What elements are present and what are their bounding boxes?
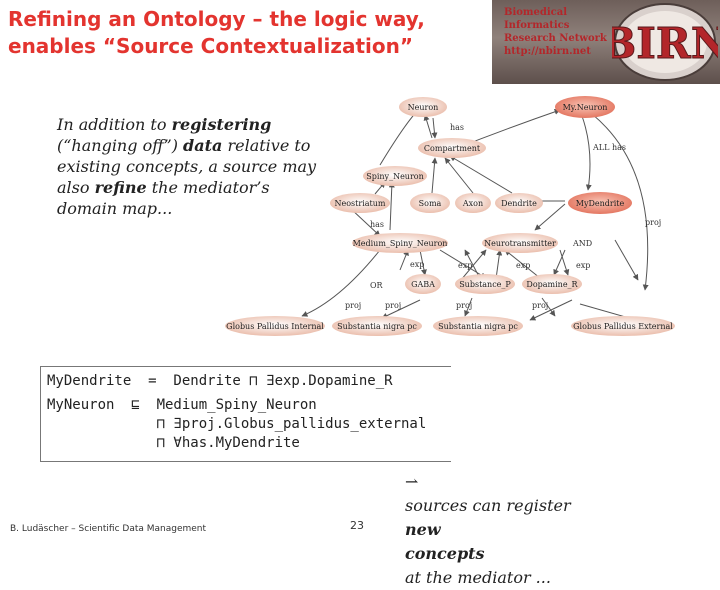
- node-medium-spiny-neuron-label: Medium_Spiny_Neuron: [353, 239, 448, 248]
- edge-label-and: AND: [572, 239, 592, 248]
- title-line-2: enables “Source Contextualization”: [8, 34, 414, 58]
- node-spiny-neuron: Spiny_Neuron: [363, 166, 427, 186]
- birn-logo: BIRN: [612, 3, 718, 81]
- formula-box: MyDendrite = Dendrite ⊓ ∃exp.Dopamine_R …: [40, 366, 451, 462]
- domain-map-diagram: Neuron My.Neuron Compartment Spiny_Neuro…: [225, 96, 675, 336]
- node-neurotransmitter: Neurotransmitter: [482, 233, 558, 253]
- node-substance-p: Substance_P: [455, 274, 515, 294]
- node-snpc-2: Substantia nigra pc: [433, 316, 523, 336]
- bottom-note: ⇀ sources can register new concepts at t…: [405, 470, 705, 590]
- intro-part-5: relative to existing concepts, a source …: [57, 136, 317, 197]
- node-dendrite-label: Dendrite: [501, 199, 537, 208]
- node-axon-label: Axon: [462, 199, 483, 208]
- edge-label-has-1: has: [450, 123, 464, 132]
- node-soma: Soma: [410, 193, 450, 213]
- edge-label-proj-3: proj: [385, 301, 401, 310]
- edge-label-proj-2: proj: [345, 301, 361, 310]
- branding-line-2: Informatics: [504, 20, 570, 31]
- node-neurotransmitter-label: Neurotransmitter: [484, 239, 556, 248]
- diagram-edge-labels: has ALL has has AND proj OR exp exp exp …: [345, 123, 661, 310]
- node-compartment: Compartment: [418, 138, 486, 158]
- branding-line-3: Research Network: [504, 33, 607, 44]
- edge-label-has-2: has: [370, 220, 384, 229]
- note-part-1: sources can register: [405, 496, 571, 515]
- node-substance-p-label: Substance_P: [459, 280, 511, 289]
- node-gp-internal-label: Globus Pallidus Internal: [226, 322, 324, 331]
- node-gp-internal: Globus Pallidus Internal: [225, 316, 325, 336]
- node-neostriatum: Neostriatum: [330, 193, 390, 213]
- intro-part-2: registering: [171, 115, 272, 134]
- node-snpc-1-label: Substantia nigra pc: [337, 322, 417, 331]
- node-medium-spiny-neuron: Medium_Spiny_Neuron: [352, 233, 448, 253]
- intro-part-7: the mediator’s domain map...: [57, 178, 270, 218]
- node-dendrite: Dendrite: [495, 193, 543, 213]
- node-neostriatum-label: Neostriatum: [335, 199, 386, 208]
- formula-line-1: MyDendrite = Dendrite ⊓ ∃exp.Dopamine_R: [47, 373, 393, 389]
- footer-author: B. Ludäscher – Scientific Data Managemen…: [10, 524, 207, 534]
- node-gp-external-label: Globus Pallidus External: [573, 322, 673, 331]
- arrow-icon: ⇀: [405, 472, 419, 491]
- formula-line-3: ⊓ ∃proj.Globus_pallidus_external: [47, 416, 427, 432]
- node-dopamine-r: Dopamine_R: [522, 274, 582, 294]
- node-gp-external: Globus Pallidus External: [571, 316, 675, 336]
- bottom-note-line-1: ⇀ sources can register new: [405, 470, 705, 542]
- edge-label-exp-1: exp: [410, 260, 424, 269]
- note-part-4: at the mediator ...: [405, 568, 551, 587]
- node-soma-label: Soma: [419, 199, 442, 208]
- birn-logo-lettering: BIRN: [612, 19, 718, 68]
- branding-line-1: Biomedical: [504, 7, 568, 18]
- title-line-1: Refining an Ontology – the logic way,: [8, 7, 425, 31]
- node-my-dendrite-label: MyDendrite: [576, 199, 625, 208]
- edge-label-exp-3: exp: [516, 261, 530, 270]
- note-part-2: new: [405, 520, 441, 539]
- branding-url[interactable]: http://nbirn.net: [504, 46, 591, 57]
- formula-line-2: MyNeuron ⊑ Medium_Spiny_Neuron: [47, 397, 317, 413]
- edge-label-or: OR: [370, 281, 384, 290]
- node-spiny-neuron-label: Spiny_Neuron: [366, 172, 424, 181]
- edge-label-proj-1: proj: [645, 218, 661, 227]
- node-neuron-label: Neuron: [408, 103, 439, 112]
- intro-part-4: data: [183, 136, 223, 155]
- node-snpc-2-label: Substantia nigra pc: [438, 322, 518, 331]
- node-snpc-1: Substantia nigra pc: [332, 316, 422, 336]
- node-my-neuron: My.Neuron: [555, 96, 615, 118]
- node-compartment-label: Compartment: [424, 144, 481, 153]
- edge-label-proj-4: proj: [456, 301, 472, 310]
- note-part-3: concepts: [405, 544, 485, 563]
- intro-part-6: refine: [94, 178, 147, 197]
- edge-label-exp-2: exp: [458, 261, 472, 270]
- edge-label-all-has: ALL has: [592, 143, 626, 152]
- formula-line-4: ⊓ ∀has.MyDendrite: [47, 435, 300, 451]
- bottom-note-line-2: concepts at the mediator ...: [405, 542, 705, 590]
- edge-label-exp-4: exp: [576, 261, 590, 270]
- node-gaba: GABA: [405, 274, 441, 294]
- intro-text: In addition to registering (“hanging off…: [57, 114, 327, 219]
- diagram-nodes: Neuron My.Neuron Compartment Spiny_Neuro…: [225, 96, 675, 336]
- node-axon: Axon: [455, 193, 491, 213]
- node-gaba-label: GABA: [411, 280, 435, 289]
- birn-branding: Biomedical Informatics Research Network …: [504, 6, 614, 58]
- node-dopamine-r-label: Dopamine_R: [526, 280, 578, 289]
- edge-label-proj-5: proj: [532, 301, 548, 310]
- node-my-neuron-label: My.Neuron: [563, 103, 608, 112]
- node-neuron: Neuron: [399, 97, 447, 117]
- node-my-dendrite: MyDendrite: [568, 192, 632, 214]
- intro-part-1: In addition to: [57, 115, 167, 134]
- slide-title: Refining an Ontology – the logic way, en…: [8, 6, 478, 60]
- intro-part-3: (“hanging off”): [57, 136, 178, 155]
- page-number: 23: [350, 519, 364, 532]
